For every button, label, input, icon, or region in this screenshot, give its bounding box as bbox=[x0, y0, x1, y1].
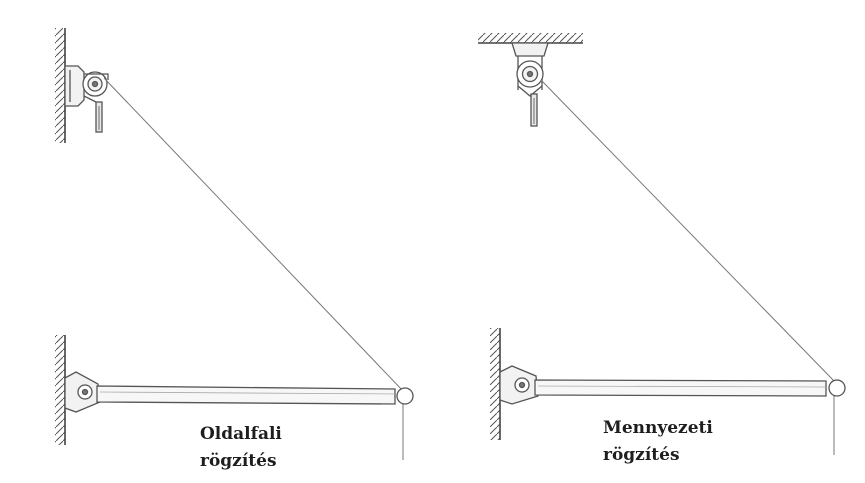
ceiling-mount-diagram bbox=[478, 33, 846, 455]
caption-line-2: rögzítés bbox=[200, 451, 277, 471]
ceiling-mount-caption: Mennyezeti rögzítés bbox=[603, 415, 713, 469]
ceiling-pulley-bracket bbox=[511, 42, 549, 127]
upper-wall bbox=[55, 28, 66, 143]
right-wall bbox=[490, 328, 501, 440]
arm-bar bbox=[96, 385, 414, 405]
pull-rope bbox=[540, 79, 836, 383]
lower-wall bbox=[55, 335, 66, 445]
caption-line-1: Oldalfali bbox=[200, 424, 282, 444]
arm-bar bbox=[534, 379, 846, 397]
caption-line-2: rögzítés bbox=[603, 445, 680, 465]
ceiling bbox=[478, 33, 583, 44]
wall-mount-diagram bbox=[55, 28, 414, 460]
arm-joint bbox=[64, 371, 101, 413]
wall-pulley-bracket bbox=[64, 65, 109, 133]
pull-rope bbox=[103, 77, 405, 393]
caption-line-1: Mennyezeti bbox=[603, 418, 713, 438]
wall-mount-caption: Oldalfali rögzítés bbox=[200, 421, 282, 475]
arm-joint bbox=[499, 365, 539, 405]
